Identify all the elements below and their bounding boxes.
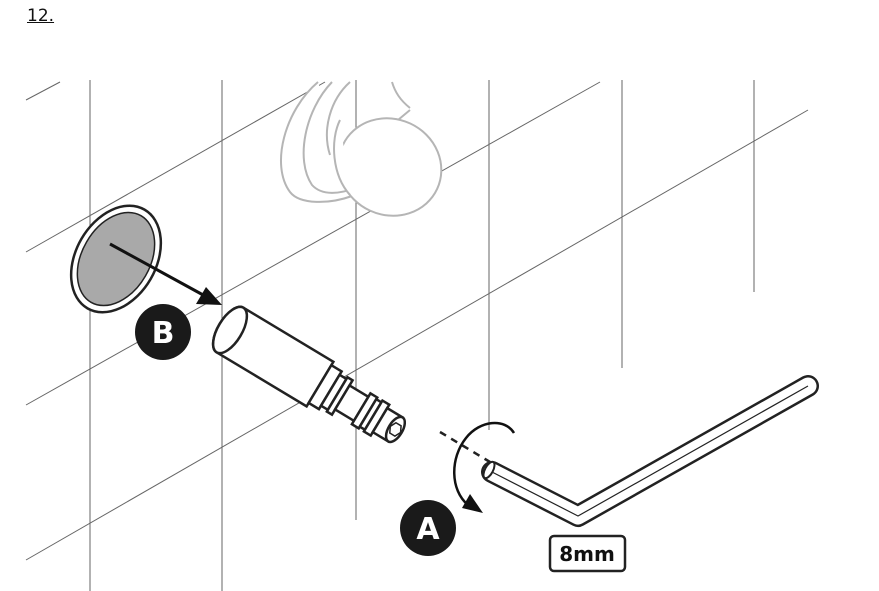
step-number: 12. <box>27 6 55 26</box>
valve-cartridge <box>211 305 407 444</box>
cover-cap <box>69 204 163 314</box>
hex-key-tool <box>481 375 819 527</box>
rotation-arrow-a <box>453 421 516 513</box>
callout-a-badge: A <box>400 500 456 556</box>
size-label-box: 8mm <box>548 534 627 573</box>
callout-a-label: A <box>416 512 440 547</box>
callout-b-label: B <box>152 316 175 351</box>
arrow-b <box>109 242 222 305</box>
alignment-dashed-line <box>439 430 491 464</box>
size-label: 8mm <box>559 542 615 566</box>
faded-valve-body <box>280 81 443 217</box>
callout-b-badge: B <box>135 304 191 360</box>
